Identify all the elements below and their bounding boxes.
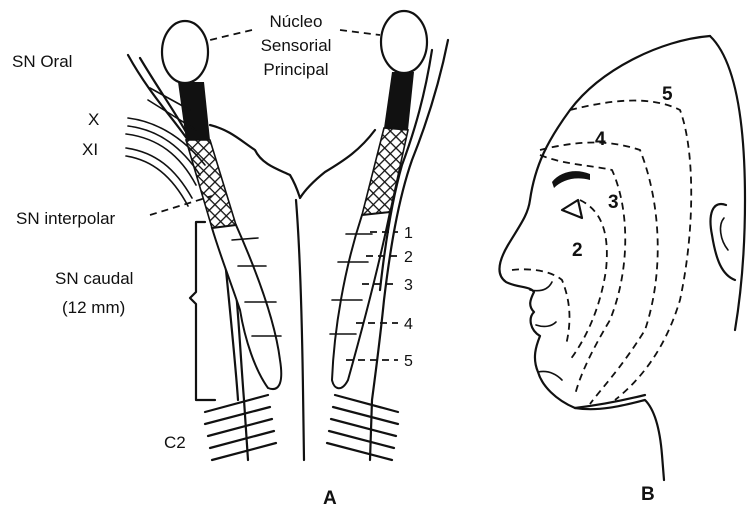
panel-b-face [499,36,745,480]
head-back [710,36,745,330]
sn-caudal-length-label: (12 mm) [62,298,125,317]
segment-2-label: 2 [404,249,413,266]
c2-rootlets-left [205,395,276,460]
nucleo-label-line2: Sensorial [261,36,332,55]
midline [296,200,304,460]
face-zone-5-label: 5 [662,84,673,105]
nucleo-label-line3: Principal [263,60,328,79]
panel-a-label: A [323,488,337,509]
principal-sensory-nucleus-right [381,11,427,73]
nucleo-leader-left [210,30,252,40]
nerve-x-label: X [88,110,99,129]
c2-rootlets-right [327,395,398,460]
segment-3-label: 3 [404,277,413,294]
mouth [536,322,556,326]
sn-caudal-left [212,225,281,389]
face-zone-3-label: 3 [608,192,619,213]
sn-interpolar-left [186,140,236,228]
brainstem-top-contour [210,125,375,198]
principal-sensory-nucleus-left [162,21,208,83]
segment-1-label: 1 [404,225,413,242]
eye [562,200,582,218]
panel-b-label: B [641,484,655,505]
nucleo-label-line1: Núcleo [270,12,323,31]
face-profile [499,36,710,480]
sn-interpolar-label: SN interpolar [16,209,116,228]
eyebrow [552,171,590,188]
face-zone-2-label: 2 [572,240,583,261]
face-zone-4-label: 4 [595,129,606,150]
sn-oral-right [384,72,414,130]
ear-inner [721,218,728,250]
nostril [530,282,552,291]
segment-5-label: 5 [404,353,413,370]
sn-caudal-brace [190,222,215,400]
segment-4-label: 4 [404,316,413,333]
sn-caudal-label: SN caudal [55,269,133,288]
c2-label: C2 [164,433,186,452]
nucleo-leader-right [340,30,380,35]
sn-oral-label: SN Oral [12,52,72,71]
panel-b-labels: 5 4 3 2 B [572,84,673,505]
nerve-xi-label: XI [82,140,98,159]
